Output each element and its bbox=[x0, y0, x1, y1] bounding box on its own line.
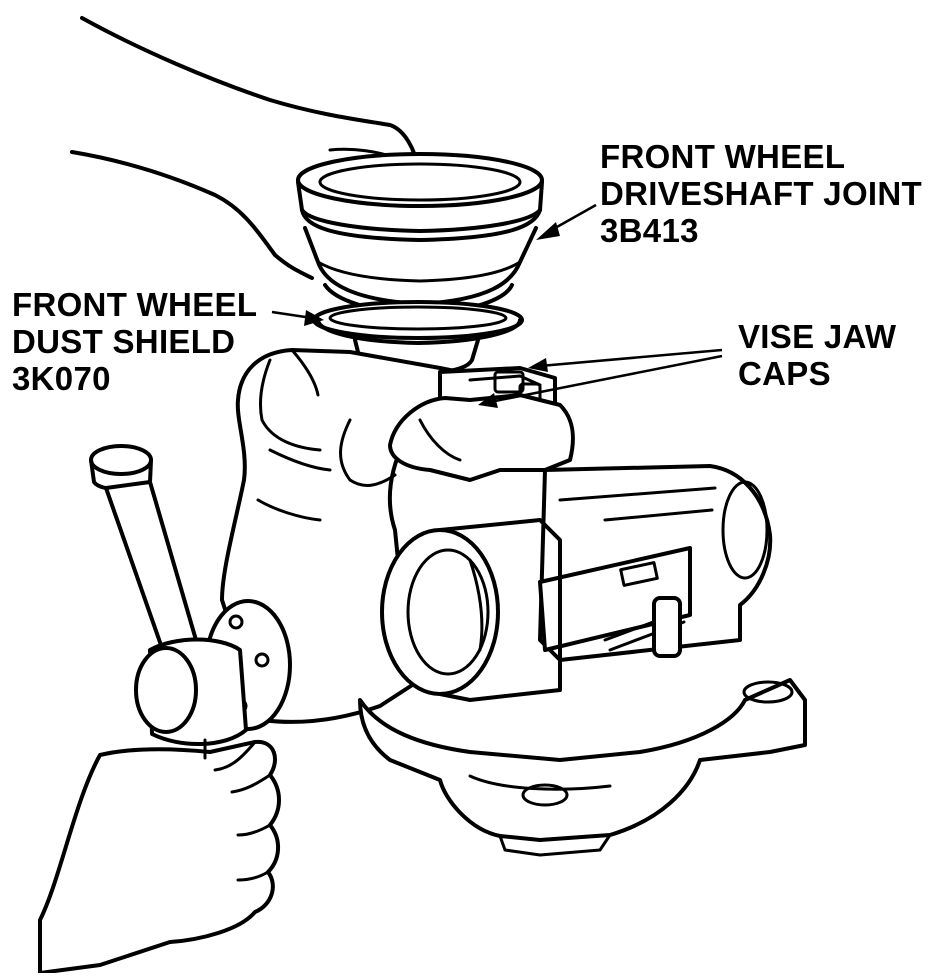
upper-hand bbox=[72, 18, 418, 278]
label-joint-line3: 3B413 bbox=[600, 212, 922, 249]
label-vise-line2: CAPS bbox=[738, 355, 896, 392]
label-dust-line3: 3K070 bbox=[12, 360, 257, 397]
label-front-wheel-driveshaft-joint: FRONT WHEEL DRIVESHAFT JOINT 3B413 bbox=[600, 138, 922, 249]
driveshaft-joint-part bbox=[298, 154, 542, 314]
label-joint-line1: FRONT WHEEL bbox=[600, 138, 922, 175]
label-joint-line2: DRIVESHAFT JOINT bbox=[600, 175, 922, 212]
lower-hand bbox=[40, 740, 279, 973]
leader-vise-cap-1 bbox=[540, 350, 722, 366]
label-dust-line2: DUST SHIELD bbox=[12, 323, 257, 360]
label-dust-line1: FRONT WHEEL bbox=[12, 286, 257, 323]
label-vise-jaw-caps: VISE JAW CAPS bbox=[738, 318, 896, 392]
label-front-wheel-dust-shield: FRONT WHEEL DUST SHIELD 3K070 bbox=[12, 286, 257, 397]
arrowhead-driveshaft-joint bbox=[536, 222, 560, 240]
label-vise-line1: VISE JAW bbox=[738, 318, 896, 355]
vise-body bbox=[222, 350, 805, 855]
